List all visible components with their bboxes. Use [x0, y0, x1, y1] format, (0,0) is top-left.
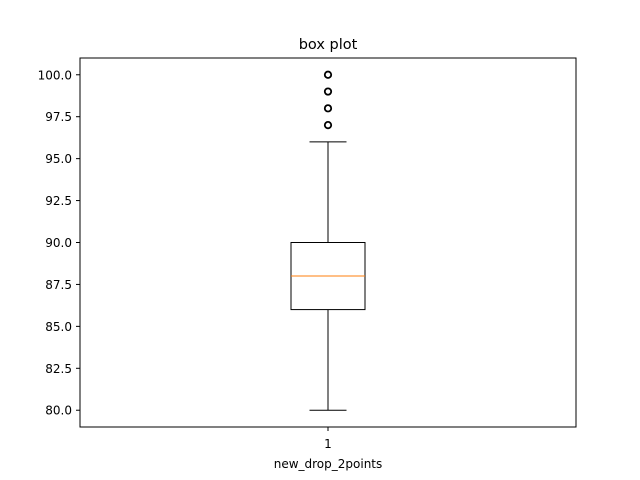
y-tick-label: 92.5 — [45, 194, 72, 208]
y-tick-label: 100.0 — [38, 68, 72, 82]
y-tick-label: 85.0 — [45, 320, 72, 334]
y-tick-label: 90.0 — [45, 236, 72, 250]
x-axis-label: new_drop_2points — [274, 457, 383, 471]
outlier-point — [323, 70, 333, 79]
y-tick-label: 97.5 — [45, 110, 72, 124]
x-tick-label: 1 — [324, 437, 332, 451]
y-tick-label: 95.0 — [45, 152, 72, 166]
plot-area — [290, 70, 366, 411]
y-axis: 80.0 82.5 85.0 87.5 90.0 92.5 95.0 97.5 100.0 — [38, 68, 80, 418]
y-tick-label: 82.5 — [45, 362, 72, 376]
outlier-point — [323, 87, 333, 96]
outlier-point — [323, 120, 333, 130]
plot-frame — [79, 57, 577, 428]
chart-title: box plot — [299, 37, 358, 53]
x-axis: 1 new_drop_2points — [274, 427, 383, 471]
y-tick-label: 80.0 — [45, 404, 72, 418]
outlier-point — [323, 104, 333, 113]
y-tick-label: 87.5 — [45, 278, 72, 292]
